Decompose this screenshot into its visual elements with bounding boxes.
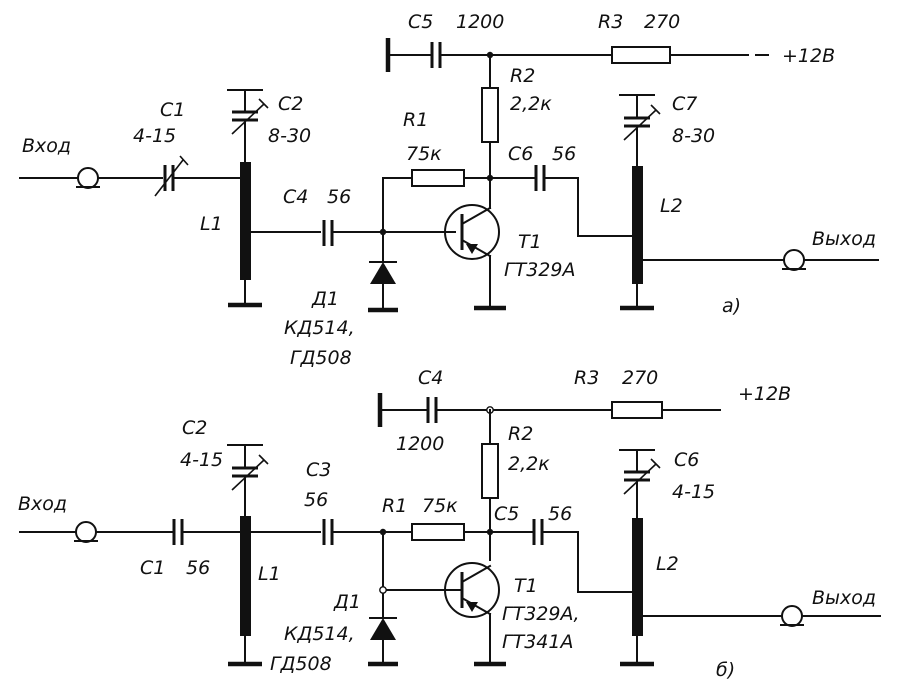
r1-name-b: R1	[382, 495, 407, 517]
d1-type2-b: ГД508	[270, 653, 332, 675]
c6-name-a: C6	[508, 143, 533, 165]
c4-value-b: 1200	[396, 433, 444, 455]
coil-l2-a	[619, 94, 785, 311]
c6-value-a: 56	[552, 143, 576, 165]
c6-value-b: 4-15	[672, 481, 715, 503]
output-connector-a	[782, 249, 879, 271]
c5-value-a: 1200	[456, 11, 504, 33]
c7-value-a: 8-30	[672, 125, 715, 147]
capacitor-c3-b	[322, 519, 413, 545]
junction-diode-b	[379, 586, 387, 594]
diode-d1-b	[368, 531, 456, 667]
resistor-r3-b	[611, 401, 721, 419]
resistor-r2-b	[481, 409, 499, 561]
resistor-r2-a	[481, 54, 499, 209]
c4-name-a: C4	[283, 186, 308, 208]
resistor-r3-a	[611, 46, 769, 64]
capacitor-c4-b	[377, 393, 613, 427]
c1-name-b: C1	[140, 557, 165, 579]
output-connector-b	[780, 605, 881, 627]
c4-name-b: C4	[418, 367, 443, 389]
r2-name-a: R2	[510, 65, 535, 87]
t1-type2-b: ГТ341А	[502, 631, 573, 653]
resistor-r1-b	[411, 523, 491, 541]
c2-value-b: 4-15	[180, 449, 223, 471]
t1-name-a: T1	[518, 231, 542, 253]
l1-label-a: L1	[200, 213, 223, 235]
caption-b: б)	[716, 659, 735, 681]
r1-value-a: 75к	[406, 143, 442, 165]
capacitor-c1-a	[154, 155, 243, 197]
t1-type1-a: ГТ329А	[504, 259, 575, 281]
r3-name-a: R3	[598, 11, 623, 33]
input-label-b: Вход	[18, 493, 67, 515]
d1-type1-b: КД514,	[284, 623, 355, 645]
l1-label-b: L1	[258, 563, 281, 585]
d1-name-a: Д1	[311, 288, 339, 310]
r2-name-b: R2	[508, 423, 533, 445]
c5-name-a: C5	[408, 11, 433, 33]
caption-a: а)	[722, 295, 741, 317]
c4-value-a: 56	[327, 186, 351, 208]
d1-type1-a: КД514,	[284, 317, 355, 339]
supply-label-a: +12В	[782, 45, 835, 67]
coil-l1-a	[227, 89, 321, 308]
output-label-b: Выход	[812, 587, 876, 609]
d1-name-b: Д1	[333, 591, 361, 613]
r2-value-a: 2,2к	[510, 93, 552, 115]
c1-value-a: 4-15	[133, 125, 176, 147]
r3-value-b: 270	[622, 367, 658, 389]
input-connector-a	[19, 167, 163, 189]
input-label-a: Вход	[22, 135, 71, 157]
coil-l1-b	[227, 444, 269, 667]
c6-name-b: C6	[674, 449, 699, 471]
d1-type2-a: ГД508	[290, 347, 352, 369]
r2-value-b: 2,2к	[508, 453, 550, 475]
capacitor-c6-a	[489, 165, 633, 237]
r1-name-a: R1	[403, 109, 428, 131]
c2-value-a: 8-30	[268, 125, 311, 147]
coil-l2-b	[619, 449, 783, 667]
c7-name-a: C7	[672, 93, 697, 115]
input-connector-b	[19, 521, 173, 543]
r3-name-b: R3	[574, 367, 599, 389]
capacitor-c5-a	[385, 38, 613, 72]
diode-d1-a	[368, 231, 398, 313]
capacitor-c5-b	[489, 519, 633, 593]
resistor-r1-a	[382, 169, 491, 233]
circuit-a: Вход C1 4-15 C2 8-30 L1	[19, 11, 879, 369]
l2-label-a: L2	[660, 195, 683, 217]
transistor-t1-b	[444, 562, 506, 667]
t1-name-b: T1	[514, 575, 538, 597]
t1-type1-b: ГТ329А,	[502, 603, 580, 625]
c3-value-b: 56	[304, 489, 328, 511]
transistor-t1-a	[444, 204, 506, 311]
c1-value-b: 56	[186, 557, 210, 579]
c2-name-a: C2	[278, 93, 303, 115]
c2-name-b: C2	[182, 417, 207, 439]
c3-name-b: C3	[306, 459, 331, 481]
supply-label-b: +12В	[738, 383, 791, 405]
r1-value-b: 75к	[422, 495, 458, 517]
r3-value-a: 270	[644, 11, 680, 33]
l2-label-b: L2	[656, 553, 679, 575]
output-label-a: Выход	[812, 228, 876, 250]
c5-value-b: 56	[548, 503, 572, 525]
capacitor-c4-a	[322, 220, 456, 246]
circuit-b: Вход C1 56 C2 4-15 L1	[18, 367, 881, 681]
c1-name-a: C1	[160, 99, 185, 121]
c5-name-b: C5	[494, 503, 519, 525]
